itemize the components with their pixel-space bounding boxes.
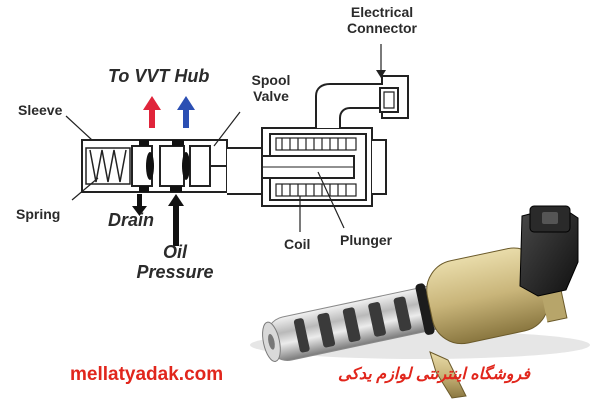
red-arrow-shaft [149,108,155,128]
label-spool-valve: Spool Valve [244,72,298,104]
solenoid-photo [250,205,590,399]
leader-lines [65,44,382,232]
label-to-vvt-hub: To VVT Hub [108,66,210,86]
spring-coil [85,147,131,185]
blue-arrow-head [177,96,195,110]
label-sleeve: Sleeve [18,102,63,118]
website-url: mellatyadak.com [70,364,224,385]
spool-land-3 [189,145,211,187]
coil-windings [275,137,357,197]
label-coil: Coil [284,236,311,252]
arrows [132,96,195,246]
schematic-cross-section [81,75,409,207]
label-oil-pressure: Oil Pressure [128,242,222,282]
label-oil-pressure-line1: Oil [162,242,187,262]
blue-arrow-shaft [183,108,189,128]
label-spring: Spring [16,206,61,222]
label-electrical-connector-line2: Connector [347,20,417,36]
label-spool-valve-line2: Valve [253,88,289,104]
label-drain: Drain [108,210,155,230]
label-electrical-connector: Electrical Connector [337,4,427,36]
persian-store-text: فروشگاه اینترنتی لوازم یدکی [337,366,530,383]
label-oil-pressure-line2: Pressure [136,262,214,282]
label-spool-valve-line1: Spool [251,72,291,88]
label-plunger: Plunger [340,232,393,248]
spool-land-2 [159,145,185,187]
red-arrow-head [143,96,161,110]
label-electrical-connector-line1: Electrical [350,4,414,20]
